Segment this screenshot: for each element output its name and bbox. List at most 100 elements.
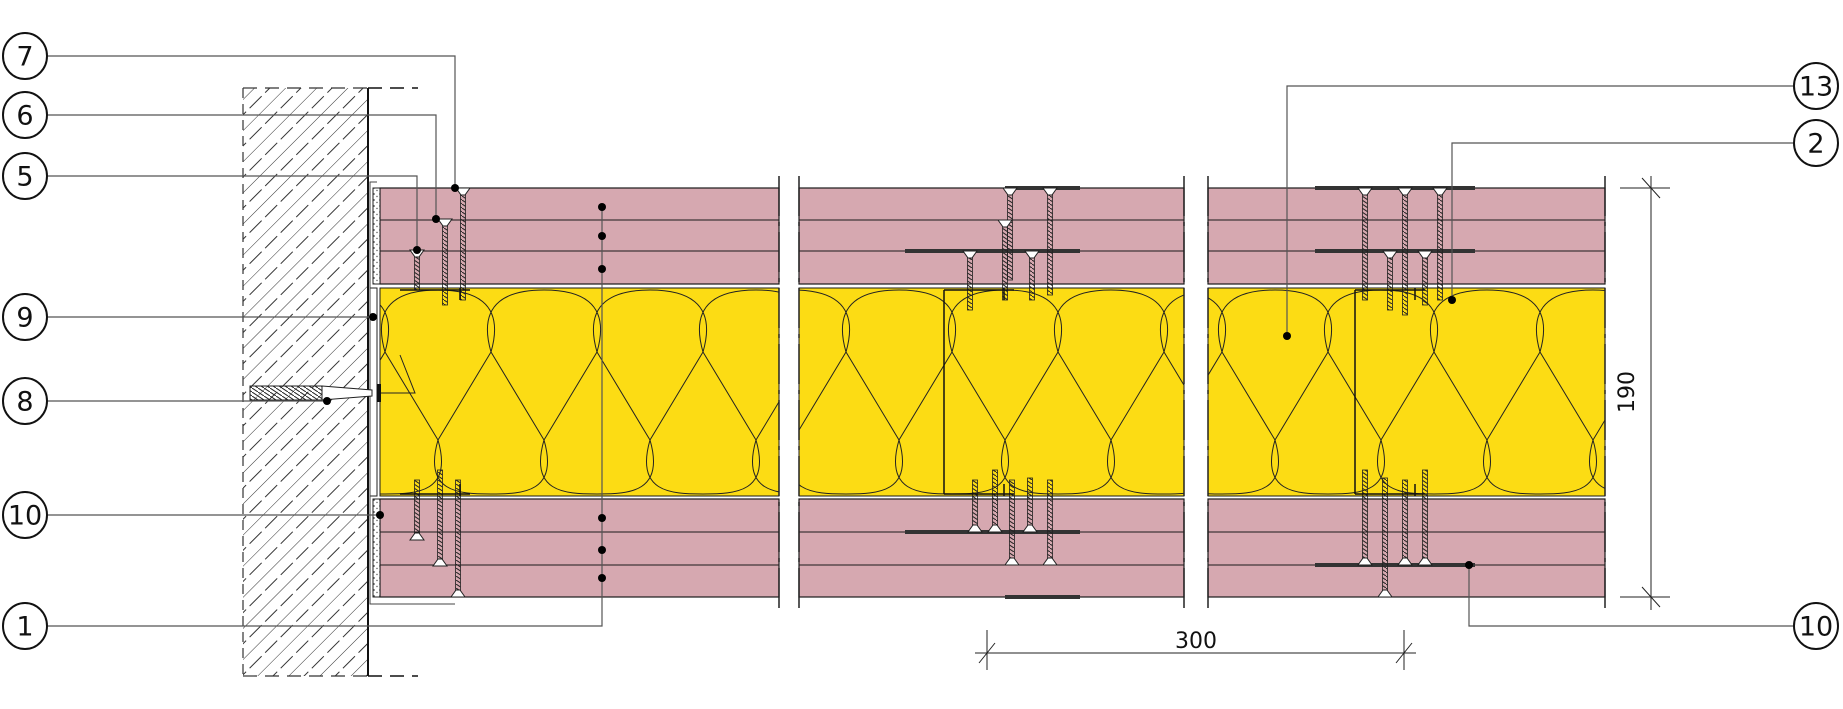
- screw-shank: [1047, 194, 1053, 296]
- stud-flange: [1355, 484, 1425, 496]
- callout-5: 5: [2, 152, 48, 200]
- leader-1-dot: [598, 203, 606, 211]
- screw-shank: [972, 479, 978, 526]
- callout-10-left: 10: [2, 491, 48, 539]
- screw-shank: [1422, 257, 1428, 306]
- callout-2: 2: [1793, 119, 1839, 167]
- callout-9-label: 9: [16, 303, 33, 334]
- screw: [1042, 479, 1058, 566]
- screw: [1024, 250, 1040, 301]
- leader-13-dot: [1283, 332, 1291, 340]
- screw: [437, 218, 453, 306]
- masonry-wall: [242, 87, 418, 677]
- plasterboard-top: [798, 187, 1185, 285]
- leader-10-right-dot: [1465, 561, 1473, 569]
- screw: [409, 479, 425, 541]
- leader-1-dot: [598, 546, 606, 554]
- screw-shank: [442, 225, 448, 306]
- insulation-loops: [380, 289, 779, 495]
- leader-5-dot: [413, 246, 421, 254]
- screw-shank: [1437, 194, 1443, 301]
- screw-shank: [1027, 477, 1033, 526]
- stud-flange: [400, 484, 470, 496]
- callout-2-label: 2: [1807, 129, 1824, 160]
- screw-shank: [460, 194, 466, 301]
- stud-flange: [944, 288, 1014, 300]
- steel-strip: [1005, 595, 1080, 599]
- callout-13: 13: [1793, 62, 1839, 110]
- screw: [1004, 479, 1020, 566]
- mineral-wool-insulation: [379, 287, 780, 497]
- dimension-spacing: [975, 630, 1416, 670]
- dimension-spacing-label: 300: [1175, 629, 1217, 654]
- leader-7: [47, 55, 456, 188]
- screw-shank: [1362, 194, 1368, 301]
- screw-shank: [1007, 194, 1013, 281]
- screw-shank: [414, 256, 420, 291]
- wall-section-2: [798, 176, 1185, 612]
- screw: [1022, 477, 1038, 533]
- callout-6: 6: [2, 91, 48, 139]
- screw-shank: [1002, 226, 1008, 301]
- mineral-wool-insulation: [1207, 287, 1606, 497]
- leader-6-dot: [432, 215, 440, 223]
- screw-shank: [1402, 194, 1408, 316]
- stud-flange: [1355, 288, 1425, 300]
- steel-strip: [905, 249, 1080, 253]
- leader-1: [47, 207, 603, 627]
- screw-shank: [1402, 479, 1408, 559]
- callout-7: 7: [2, 32, 48, 80]
- steel-strip: [1315, 563, 1475, 567]
- callout-10-right: 10: [1793, 602, 1839, 650]
- leader-5: [47, 175, 418, 250]
- screw: [432, 469, 448, 567]
- insulation-pattern: [799, 289, 1184, 495]
- leader-2-dot: [1448, 296, 1456, 304]
- screw-shank: [1362, 469, 1368, 559]
- screw: [962, 250, 978, 311]
- screw: [1377, 477, 1393, 598]
- callout-8-label: 8: [16, 387, 33, 418]
- screw: [967, 479, 983, 533]
- screw-shank: [1382, 477, 1388, 591]
- screw-shank: [1009, 479, 1015, 559]
- screw: [455, 187, 471, 301]
- wall-section-1: [379, 176, 780, 612]
- steel-strip: [1315, 186, 1475, 190]
- callout-1-label: 1: [16, 612, 33, 643]
- callout-5-label: 5: [16, 162, 33, 193]
- screw-shank: [455, 479, 461, 591]
- leader-10-left-dot: [376, 511, 384, 519]
- leader-9-dot: [369, 313, 377, 321]
- screw-shank: [1387, 257, 1393, 311]
- dimension-height-label: 190: [1615, 371, 1640, 413]
- stud-flange: [944, 484, 1014, 496]
- screw: [1397, 187, 1413, 316]
- wall-anchor: [249, 354, 416, 402]
- leader-10-right: [1468, 565, 1794, 627]
- leader-1-dot: [598, 514, 606, 522]
- leader-1-dot: [598, 574, 606, 582]
- screw-shank: [967, 257, 973, 311]
- leader-lines: [47, 55, 1794, 627]
- screw-shank: [992, 469, 998, 526]
- screw: [450, 479, 466, 598]
- screw-shank: [414, 479, 420, 534]
- screw-shank: [437, 469, 443, 560]
- leader-6: [47, 114, 437, 219]
- callout-9: 9: [2, 293, 48, 341]
- screw: [1382, 250, 1398, 311]
- stud-flange: [400, 288, 470, 300]
- leader-8-dot: [323, 397, 331, 405]
- leader-13: [1286, 85, 1794, 336]
- screw: [1357, 469, 1373, 566]
- callout-10-left-label: 10: [8, 501, 42, 532]
- screw-shank: [1422, 469, 1428, 559]
- screw: [1042, 187, 1058, 296]
- leader-1-dot: [598, 265, 606, 273]
- leader-2: [1451, 142, 1794, 300]
- dimension-height: [1620, 176, 1670, 610]
- plasterboard-top: [379, 187, 780, 285]
- screw: [1357, 187, 1373, 301]
